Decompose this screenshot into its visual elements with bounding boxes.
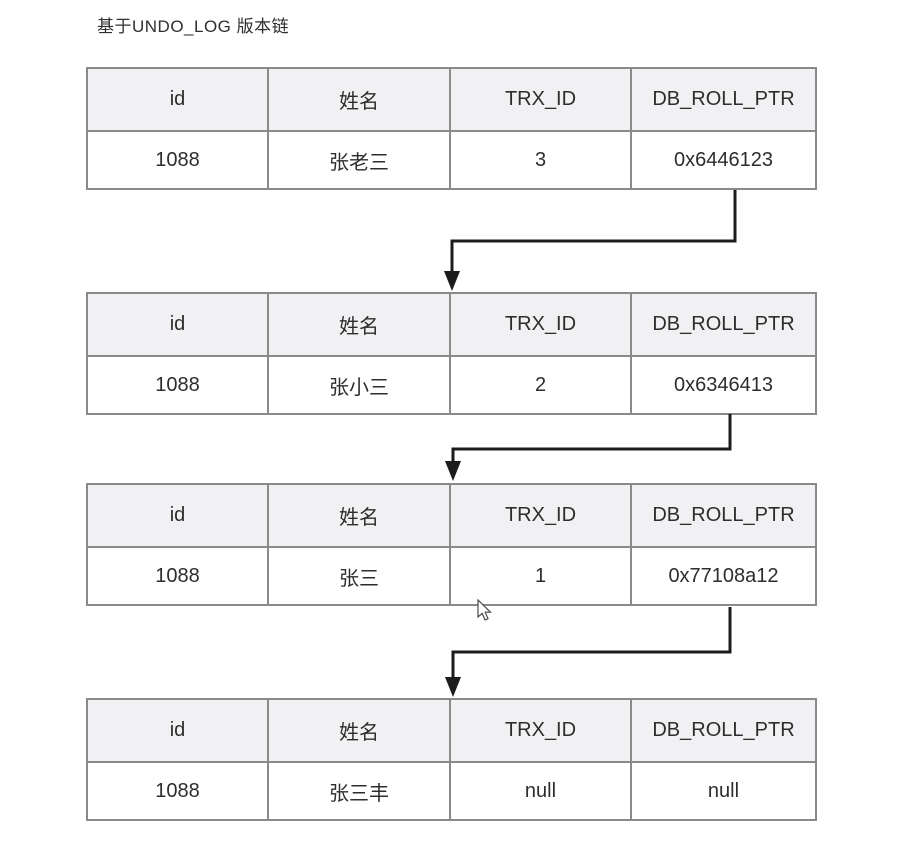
- table-header-row: id 姓名 TRX_ID DB_ROLL_PTR: [88, 485, 815, 548]
- column-header-id: id: [88, 69, 269, 130]
- arrowhead-2: [445, 461, 461, 481]
- cell-id: 1088: [88, 548, 269, 604]
- column-header-name: 姓名: [269, 69, 451, 130]
- column-header-id: id: [88, 485, 269, 546]
- table-header-row: id 姓名 TRX_ID DB_ROLL_PTR: [88, 69, 815, 132]
- cell-db-roll-ptr: 0x77108a12: [668, 564, 779, 587]
- cell-trx-id: 1: [451, 548, 632, 604]
- cell-id: 1088: [88, 763, 269, 819]
- column-header-trx-id: TRX_ID: [451, 700, 632, 761]
- version-table-trx2: id 姓名 TRX_ID DB_ROLL_PTR 1088 张小三 2 0x63…: [86, 292, 817, 415]
- arrow-connector-3: [451, 607, 732, 679]
- version-table-trx3: id 姓名 TRX_ID DB_ROLL_PTR 1088 张老三 3 0x64…: [86, 67, 817, 190]
- arrowhead-1: [444, 271, 460, 291]
- table-header-row: id 姓名 TRX_ID DB_ROLL_PTR: [88, 700, 815, 763]
- column-header-name: 姓名: [269, 700, 451, 761]
- diagram-title: 基于UNDO_LOG 版本链: [97, 17, 290, 36]
- column-header-db-roll-ptr: DB_ROLL_PTR: [652, 313, 795, 335]
- cell-db-roll-ptr: 0x6446123: [674, 148, 773, 171]
- column-header-id: id: [88, 294, 269, 355]
- column-header-db-roll-ptr: DB_ROLL_PTR: [652, 719, 795, 741]
- arrow-connector-1: [450, 190, 737, 273]
- cell-trx-id: 3: [451, 132, 632, 188]
- cell-name: 张三丰: [269, 763, 451, 819]
- cell-trx-id: null: [451, 763, 632, 819]
- table-data-row: 1088 张小三 2 0x6346413: [88, 357, 815, 413]
- cell-db-roll-ptr: null: [707, 779, 740, 802]
- column-header-trx-id: TRX_ID: [451, 294, 632, 355]
- column-header-trx-id: TRX_ID: [451, 69, 632, 130]
- arrow-connector-2: [451, 414, 732, 463]
- column-header-db-roll-ptr: DB_ROLL_PTR: [652, 504, 795, 526]
- cell-id: 1088: [88, 132, 269, 188]
- version-table-trx1: id 姓名 TRX_ID DB_ROLL_PTR 1088 张三 1 0x771…: [86, 483, 817, 606]
- table-data-row: 1088 张三 1 0x77108a12: [88, 548, 815, 604]
- table-data-row: 1088 张三丰 null null: [88, 763, 815, 819]
- cell-name: 张小三: [269, 357, 451, 413]
- cell-db-roll-ptr: 0x6346413: [674, 373, 773, 396]
- column-header-db-roll-ptr: DB_ROLL_PTR: [652, 88, 795, 110]
- cell-id: 1088: [88, 357, 269, 413]
- column-header-name: 姓名: [269, 485, 451, 546]
- cell-name: 张老三: [269, 132, 451, 188]
- cell-trx-id: 2: [451, 357, 632, 413]
- column-header-trx-id: TRX_ID: [451, 485, 632, 546]
- arrowhead-3: [445, 677, 461, 697]
- table-header-row: id 姓名 TRX_ID DB_ROLL_PTR: [88, 294, 815, 357]
- column-header-id: id: [88, 700, 269, 761]
- cell-name: 张三: [269, 548, 451, 604]
- table-data-row: 1088 张老三 3 0x6446123: [88, 132, 815, 188]
- version-table-initial: id 姓名 TRX_ID DB_ROLL_PTR 1088 张三丰 null n…: [86, 698, 817, 821]
- column-header-name: 姓名: [269, 294, 451, 355]
